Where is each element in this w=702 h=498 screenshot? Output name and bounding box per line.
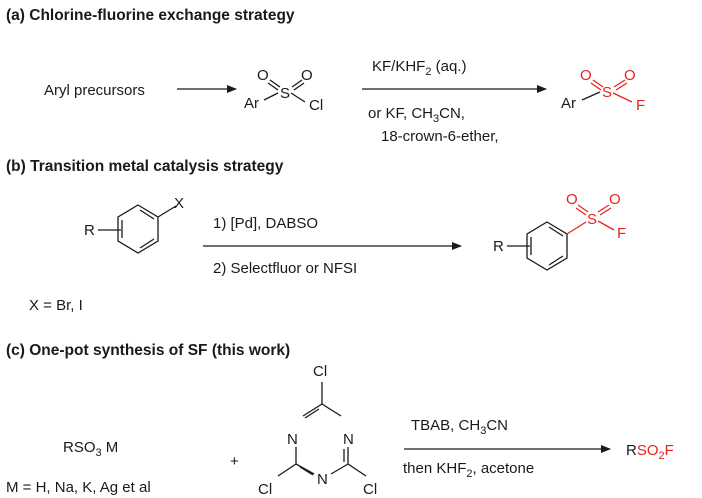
bond bbox=[139, 209, 155, 220]
bond bbox=[290, 92, 306, 103]
bond bbox=[592, 79, 604, 88]
bond bbox=[548, 255, 564, 266]
bond bbox=[139, 238, 155, 249]
bond bbox=[269, 79, 281, 88]
chlorine-label: Cl bbox=[309, 97, 323, 114]
condition-a-bottom-2: 18-crown-6-ether, bbox=[381, 128, 499, 145]
section-b-title: (b) Transition metal catalysis strategy bbox=[6, 158, 284, 175]
r-group-label: R bbox=[493, 238, 504, 255]
aryl-halide-structure: X R bbox=[84, 195, 184, 254]
fluorine-label: F bbox=[617, 225, 626, 242]
oxygen-label: O bbox=[609, 191, 621, 208]
bond bbox=[597, 204, 610, 213]
bond bbox=[615, 82, 628, 91]
condition-c-top: TBAB, CH3CN bbox=[411, 417, 508, 437]
cyanuric-chloride-structure: Cl N N N Cl Cl bbox=[258, 363, 377, 498]
oxygen-label: O bbox=[301, 67, 313, 84]
bond bbox=[347, 463, 367, 477]
sulfonyl-fluoride-structure: Ar S O O F bbox=[561, 67, 645, 114]
condition-c-bottom: then KHF2, acetone bbox=[403, 460, 534, 480]
bond bbox=[548, 226, 564, 237]
bond bbox=[612, 92, 633, 103]
condition-b-step2: 2) Selectfluor or NFSI bbox=[213, 260, 357, 277]
bond bbox=[295, 463, 315, 475]
section-a: (a) Chlorine-fluorine exchange strategy … bbox=[6, 7, 645, 145]
bond bbox=[304, 408, 320, 419]
condition-a-top: KF/KHF2 (aq.) bbox=[372, 58, 466, 78]
section-a-title: (a) Chlorine-fluorine exchange strategy bbox=[6, 7, 295, 24]
benzene-ring bbox=[117, 204, 159, 254]
r-group-label: R bbox=[84, 222, 95, 239]
bond bbox=[577, 204, 589, 213]
bond bbox=[590, 82, 602, 91]
oxygen-label: O bbox=[257, 67, 269, 84]
aryl-sulfonyl-fluoride-structure: R S O O F bbox=[493, 191, 626, 271]
condition-b-step1: 1) [Pd], DABSO bbox=[213, 215, 318, 232]
bond bbox=[597, 220, 615, 231]
plus-sign: + bbox=[230, 453, 239, 470]
bond bbox=[321, 403, 342, 417]
sulfur-label: S bbox=[602, 84, 612, 101]
chlorine-label: Cl bbox=[258, 481, 272, 498]
section-c-title: (c) One-pot synthesis of SF (this work) bbox=[6, 342, 290, 359]
sulfonyl-fluoride-product: RSO2F bbox=[626, 442, 674, 462]
ar-label: Ar bbox=[244, 95, 259, 112]
bond bbox=[263, 92, 279, 101]
oxygen-label: O bbox=[566, 191, 578, 208]
sulfonate-reagent: RSO3 M bbox=[63, 439, 118, 459]
bond bbox=[302, 403, 323, 417]
benzene-ring bbox=[526, 221, 568, 271]
sulfur-label: S bbox=[280, 85, 290, 102]
nitrogen-label: N bbox=[343, 431, 354, 448]
bond bbox=[581, 91, 601, 101]
section-b: (b) Transition metal catalysis strategy … bbox=[6, 158, 626, 314]
sulfur-label: S bbox=[587, 211, 597, 228]
aryl-precursors-label: Aryl precursors bbox=[44, 82, 145, 99]
bond bbox=[613, 79, 626, 88]
chlorine-label: Cl bbox=[313, 363, 327, 380]
bond bbox=[599, 207, 612, 216]
halide-x-label: X bbox=[174, 195, 184, 212]
bond bbox=[330, 463, 349, 475]
nitrogen-label: N bbox=[287, 431, 298, 448]
bond bbox=[291, 79, 303, 88]
oxygen-label: O bbox=[624, 67, 636, 84]
bond bbox=[157, 205, 177, 218]
nitrogen-label: N bbox=[317, 471, 328, 488]
bond bbox=[267, 82, 279, 91]
bond bbox=[299, 466, 314, 476]
sulfonyl-chloride-structure: Ar S O O Cl bbox=[244, 67, 323, 114]
bond bbox=[293, 82, 305, 91]
oxygen-label: O bbox=[580, 67, 592, 84]
ar-label: Ar bbox=[561, 95, 576, 112]
fluorine-label: F bbox=[636, 97, 645, 114]
x-definition: X = Br, I bbox=[29, 297, 83, 314]
section-c: (c) One-pot synthesis of SF (this work) … bbox=[6, 342, 674, 498]
condition-a-bottom-1: or KF, CH3CN, bbox=[368, 105, 465, 125]
m-definition: M = H, Na, K, Ag et al bbox=[6, 479, 151, 496]
bond bbox=[575, 207, 587, 216]
bond bbox=[566, 221, 587, 235]
chlorine-label: Cl bbox=[363, 481, 377, 498]
bond bbox=[277, 463, 297, 477]
